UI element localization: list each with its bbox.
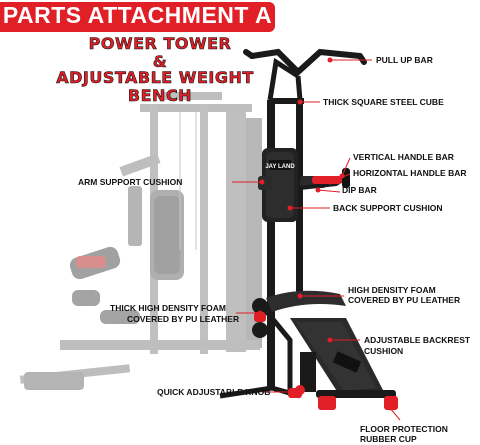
label-floor-1: FLOOR PROTECTION [360,424,448,434]
label-steel-cube: THICK SQUARE STEEL CUBE [323,97,444,107]
label-foam-left-2: COVERED BY PU LEATHER [127,314,240,324]
label-dip-bar: DIP BAR [342,185,377,195]
subtitle-line-2: & [152,52,168,71]
page-title: PARTS ATTACHMENT A [2,2,273,28]
subtitle-line-1: POWER TOWER [88,34,232,54]
brand-logo: JAY LAND [265,160,362,373]
brand-logo-text: JAY LAND [265,164,295,170]
label-foam-right-2: COVERED BY PU LEATHER [348,295,461,305]
subtitle-line-3: ADJUSTABLE WEIGHT [56,68,254,88]
label-backrest-1: ADJUSTABLE BACKREST [364,335,471,345]
home-gym-machine [19,92,262,390]
label-knob: QUICK ADJUSTABLE KNOB [157,387,271,397]
label-vertical-handle: VERTICAL HANDLE BAR [353,152,454,162]
leader-lines [232,57,401,421]
title-banner [0,2,275,32]
subtitle-line-4: BENCH [127,86,193,105]
label-back-support: BACK SUPPORT CUSHION [333,203,443,213]
label-floor-2: RUBBER CUP [360,434,417,444]
label-foam-left-1: THICK HIGH DENSITY FOAM [110,303,227,313]
label-arm-support: ARM SUPPORT CUSHION [78,177,183,187]
label-horizontal-handle: HORIZONTAL HANDLE BAR [353,168,467,178]
label-pull-up-bar: PULL UP BAR [376,55,433,65]
label-backrest-2: CUSHION [364,346,404,356]
label-foam-right-1: HIGH DENSITY FOAM [348,285,436,295]
